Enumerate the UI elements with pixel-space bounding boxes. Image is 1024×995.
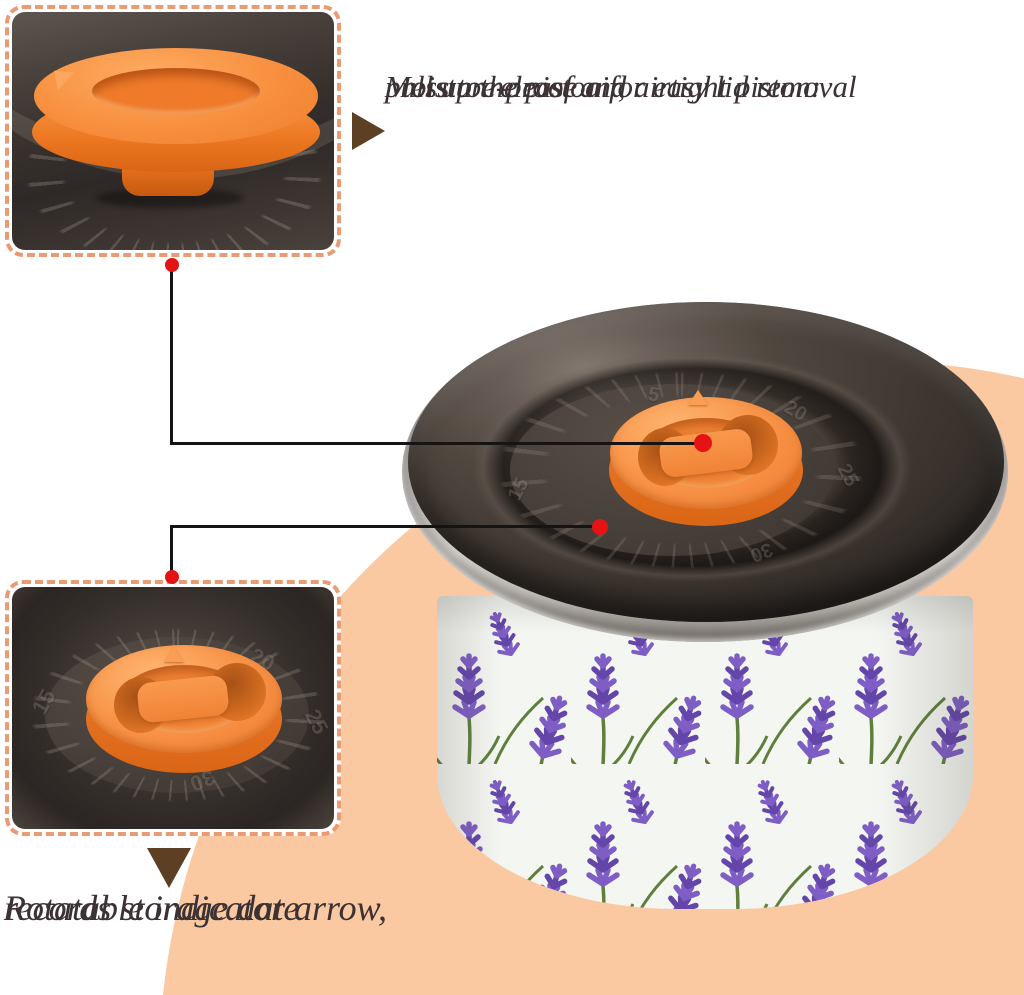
- callout-arrow-right-icon: [352, 112, 385, 150]
- caption-line: press to release air,: [385, 69, 626, 104]
- container-body: [437, 596, 973, 909]
- callout-piston-side-view: [5, 5, 341, 257]
- connector-line-vertical-1: [170, 265, 173, 445]
- caption-line: records storage date: [4, 888, 300, 928]
- piston-indicator-triangle-icon: [164, 647, 184, 662]
- connector-dot: [165, 258, 179, 272]
- piston: [408, 302, 1004, 622]
- lavender-pattern: [437, 596, 973, 909]
- connector-dot: [165, 570, 179, 584]
- callout-arrow-down-icon: [147, 848, 191, 888]
- caption-line: Rotatable indicator arrow,: [4, 888, 387, 928]
- caption-line: pull up the piston for easy lid removal: [385, 69, 857, 104]
- callout-photo: 15 20 25 30: [12, 587, 334, 829]
- connector-dot: [592, 519, 608, 535]
- connector-line-horizontal-2: [170, 525, 600, 528]
- body-shading: [437, 596, 973, 909]
- caption-line: Moisture-proof and airtight piston:: [385, 69, 822, 104]
- container-lid: 5 15 20 25 30: [408, 302, 1004, 622]
- callout-photo: [12, 12, 334, 250]
- connector-dot: [694, 434, 712, 452]
- connector-line-vertical-2: [170, 526, 173, 578]
- piston-indicator-triangle-icon: [688, 390, 708, 405]
- connector-line-horizontal-1: [170, 442, 703, 445]
- callout-piston-top-view: 15 20 25 30: [5, 580, 341, 836]
- piston-depression: [92, 68, 260, 114]
